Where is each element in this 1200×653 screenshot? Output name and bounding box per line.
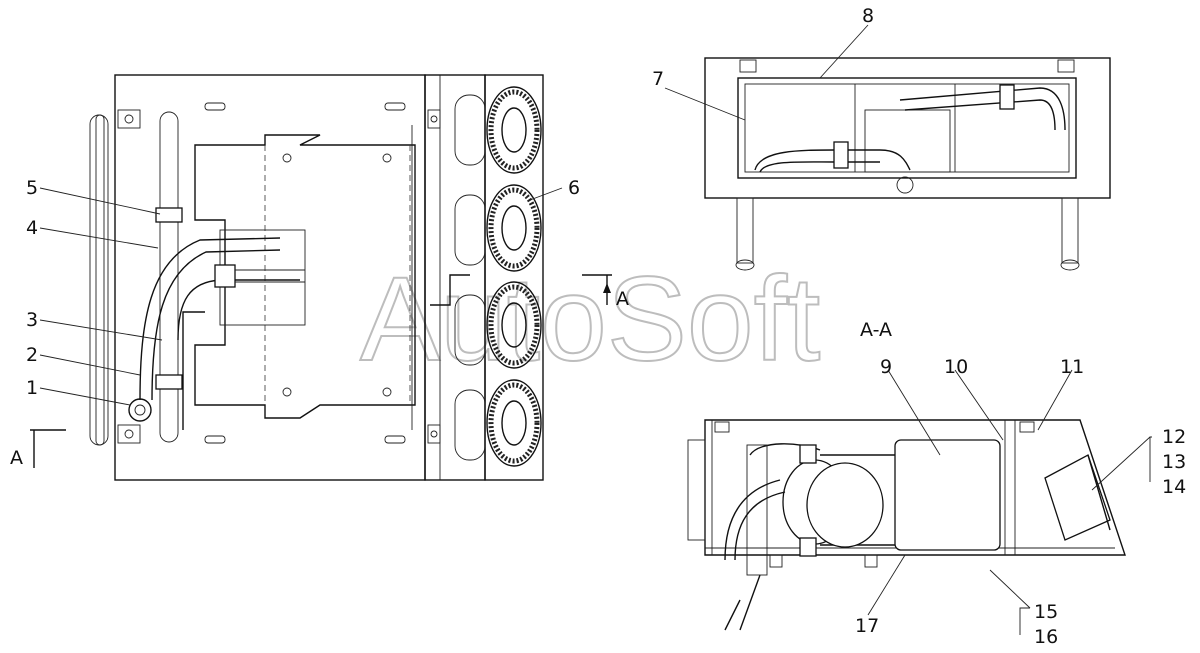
callout-7: 7 (652, 68, 664, 90)
leaders-main (39, 187, 563, 406)
callout-8: 8 (862, 5, 874, 27)
section-marker-left: A (10, 447, 23, 469)
callout-16: 16 (1034, 626, 1058, 648)
callout-13: 13 (1162, 451, 1186, 473)
callout-4: 4 (26, 217, 38, 239)
callout-3: 3 (26, 309, 38, 331)
callout-6: 6 (568, 177, 580, 199)
callout-1: 1 (26, 377, 38, 399)
callout-5: 5 (26, 177, 38, 199)
section-marker-right: A (616, 288, 629, 310)
watermark: AutoSoft (360, 252, 820, 386)
callout-2: 2 (26, 344, 38, 366)
main-view: A A (10, 74, 629, 481)
top-view (664, 24, 1111, 271)
callout-15: 15 (1034, 601, 1058, 623)
callout-11: 11 (1060, 356, 1084, 378)
fan-4 (486, 379, 542, 467)
section-title: A-A (860, 319, 892, 341)
callout-12: 12 (1162, 426, 1186, 448)
callout-14: 14 (1162, 476, 1186, 498)
fan-2 (486, 184, 542, 272)
callout-9: 9 (880, 356, 892, 378)
callout-10: 10 (944, 356, 968, 378)
section-view (687, 369, 1152, 635)
fan-1 (486, 86, 542, 174)
fan-3 (486, 281, 542, 369)
callout-17: 17 (855, 615, 879, 637)
